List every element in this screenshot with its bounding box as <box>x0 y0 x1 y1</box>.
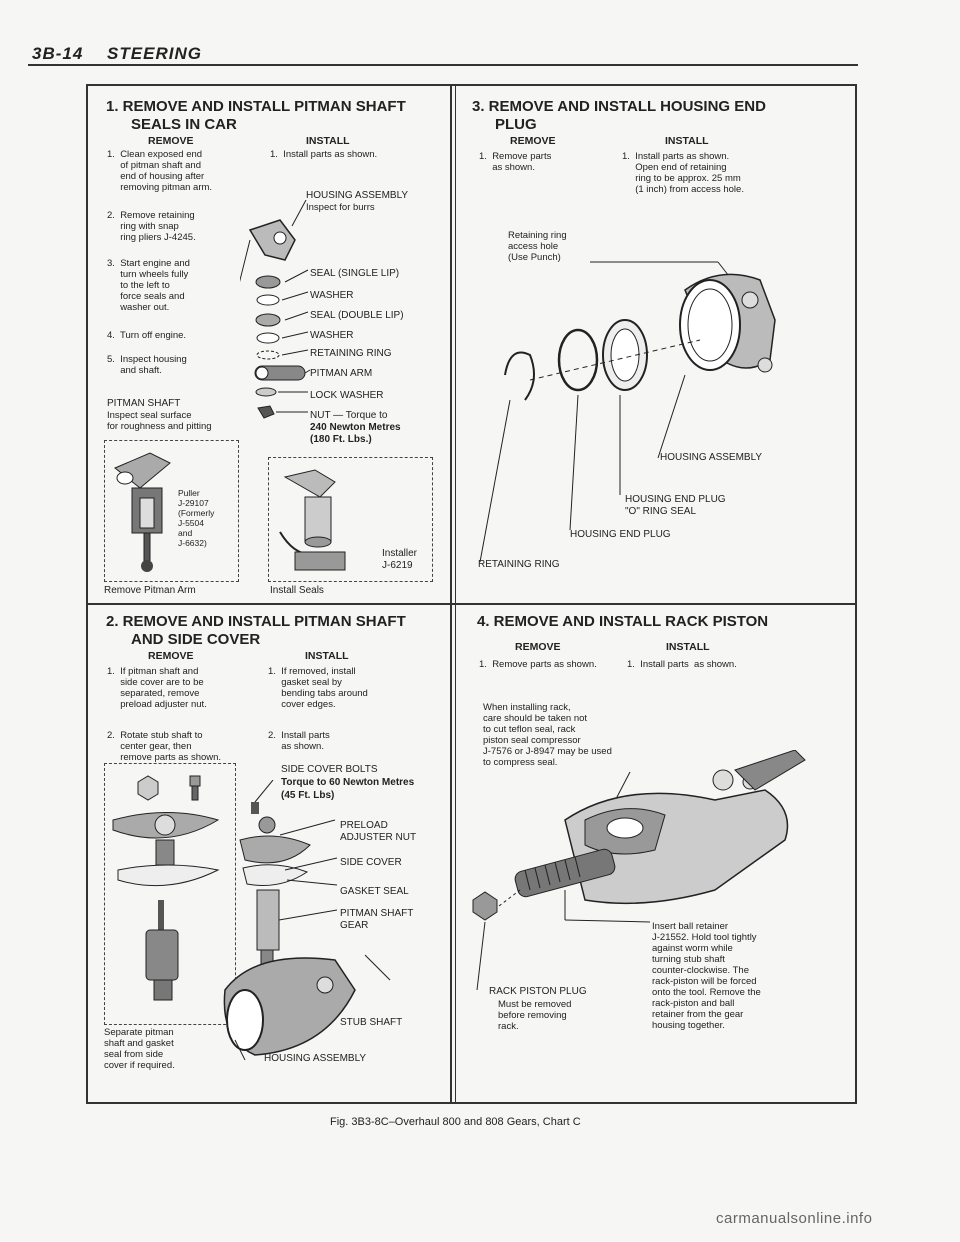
lock-washer-label: LOCK WASHER <box>310 390 384 401</box>
remove-pitman-arm-caption: Remove Pitman Arm <box>104 585 196 596</box>
s2-install-heading: INSTALL <box>305 650 349 662</box>
housing-note: Inspect for burrs <box>306 202 375 213</box>
install-seals-inset <box>268 457 433 582</box>
stub-shaft-label: STUB SHAFT <box>340 1017 403 1028</box>
page-header: 3B-14 STEERING <box>32 44 202 64</box>
rack-piston-plug-note: Must be removed before removing rack. <box>498 999 572 1032</box>
pitman-shaft-side-cover-drawing <box>223 780 391 1061</box>
s1-install-step-1: 1. Install parts as shown. <box>270 149 378 160</box>
s3-housing-assembly-label: HOUSING ASSEMBLY <box>660 452 763 463</box>
pitman-arm-label: PITMAN ARM <box>310 368 373 379</box>
installing-rack-note: When installing rack, care should be tak… <box>483 702 612 768</box>
s2-title: 2. REMOVE AND INSTALL PITMAN SHAFT <box>106 613 406 630</box>
s1-title: 1. REMOVE AND INSTALL PITMAN SHAFT <box>106 98 406 115</box>
housing-end-plug-label: HOUSING END PLUG <box>570 529 671 540</box>
s2-install-step-2: 2. Install parts as shown. <box>268 730 330 752</box>
center-divider-inner <box>455 84 456 1104</box>
remove-pitman-arm-inset <box>104 440 239 582</box>
s2-title-2: AND SIDE COVER <box>131 631 261 648</box>
side-cover-inset <box>104 763 236 1025</box>
center-divider <box>450 84 452 1104</box>
side-cover-bolts-ft: (45 Ft. Lbs) <box>281 790 335 801</box>
chart-frame <box>86 84 857 1104</box>
seal-double-lip-label: SEAL (DOUBLE LIP) <box>310 310 404 321</box>
puller-label: Puller J-29107 (Formerly J-5504 and J-66… <box>178 488 215 548</box>
separate-note: Separate pitman shaft and gasket seal fr… <box>104 1027 175 1071</box>
s4-remove-step-1: 1. Remove parts as shown. <box>479 659 597 670</box>
seal-single-lip-label: SEAL (SINGLE LIP) <box>310 268 400 279</box>
nut-torque: 240 Newton Metres <box>310 422 401 433</box>
s4-install-step-1: 1. Install parts as shown. <box>627 659 737 670</box>
s2-install-step-1: 1. If removed, install gasket seal by be… <box>268 666 368 710</box>
side-cover-bolts-label: SIDE COVER BOLTS <box>281 764 378 775</box>
s3-install-step-1: 1. Install parts as shown. Open end of r… <box>622 151 744 195</box>
header-rule <box>28 64 858 66</box>
s4-remove-heading: REMOVE <box>515 641 561 653</box>
s1-remove-step-4: 4. Turn off engine. <box>107 330 187 341</box>
s3-remove-step-1: 1. Remove parts as shown. <box>479 151 552 173</box>
s3-title: 3. REMOVE AND INSTALL HOUSING END <box>472 98 766 115</box>
watermark: carmanualsonline.info <box>716 1210 873 1227</box>
insert-ball-retainer-note: Insert ball retainer J-21552. Hold tool … <box>652 921 761 1031</box>
retaining-ring-access-label: Retaining ring access hole (Use Punch) <box>508 230 567 263</box>
housing-assembly-label: HOUSING ASSEMBLY <box>306 190 409 201</box>
s2-remove-heading: REMOVE <box>148 650 194 662</box>
gasket-seal-label: GASKET SEAL <box>340 886 409 897</box>
installer-drawing <box>279 469 346 571</box>
s4-title: 4. REMOVE AND INSTALL RACK PISTON <box>477 613 769 630</box>
s1-remove-heading: REMOVE <box>148 135 194 147</box>
section-title: STEERING <box>107 44 202 63</box>
end-plug-o-ring-label: HOUSING END PLUG "O" RING SEAL <box>625 494 726 517</box>
pitman-shaft-note: Inspect seal surface for roughness and p… <box>107 410 212 432</box>
side-cover-bolts-torque: Torque to 60 Newton Metres <box>281 777 415 788</box>
s1-remove-step-5: 5. Inspect housing and shaft. <box>107 354 187 376</box>
s1-title-2: SEALS IN CAR <box>131 116 237 133</box>
s1-remove-step-2: 2. Remove retaining ring with snap ring … <box>107 210 196 243</box>
s1-remove-step-3: 3. Start engine and turn wheels fully to… <box>107 258 190 313</box>
washer-label-1: WASHER <box>310 290 354 301</box>
side-cover-removal-drawing <box>112 775 220 1001</box>
s2-remove-step-2: 2. Rotate stub shaft to center gear, the… <box>107 730 222 763</box>
puller-drawing <box>114 452 171 572</box>
middle-divider <box>86 603 857 605</box>
s1-remove-step-1: 1. Clean exposed end of pitman shaft and… <box>107 149 213 193</box>
preload-adjuster-nut-label: PRELOAD ADJUSTER NUT <box>340 820 417 843</box>
s1-install-heading: INSTALL <box>306 135 350 147</box>
s3-remove-heading: REMOVE <box>510 135 556 147</box>
s3-install-heading: INSTALL <box>665 135 709 147</box>
figure-caption: Fig. 3B3-8C–Overhaul 800 and 808 Gears, … <box>330 1116 581 1128</box>
s3-retaining-ring-label: RETAINING RING <box>478 559 560 570</box>
washer-label-2: WASHER <box>310 330 354 341</box>
page-number: 3B-14 <box>32 44 84 63</box>
installer-label: Installer J-6219 <box>382 548 418 571</box>
s1-seal-stack-drawing <box>240 200 311 419</box>
nut-label: NUT — Torque to <box>310 410 388 421</box>
s3-title-2: PLUG <box>495 116 537 133</box>
retaining-ring-label: RETAINING RING <box>310 348 392 359</box>
pitman-shaft-gear-label: PITMAN SHAFT GEAR <box>340 908 414 931</box>
install-seals-caption: Install Seals <box>270 585 324 596</box>
s4-install-heading: INSTALL <box>666 641 710 653</box>
rack-piston-drawing <box>472 750 806 991</box>
rack-piston-plug-label: RACK PISTON PLUG <box>489 986 587 997</box>
pitman-shaft-label: PITMAN SHAFT <box>107 398 181 409</box>
s2-remove-step-1: 1. If pitman shaft and side cover are to… <box>107 666 207 710</box>
nut-torque-ft: (180 Ft. Lbs.) <box>310 434 372 445</box>
housing-end-plug-drawing <box>479 261 776 563</box>
side-cover-label: SIDE COVER <box>340 857 402 868</box>
s2-housing-assembly-label: HOUSING ASSEMBLY <box>264 1053 367 1064</box>
